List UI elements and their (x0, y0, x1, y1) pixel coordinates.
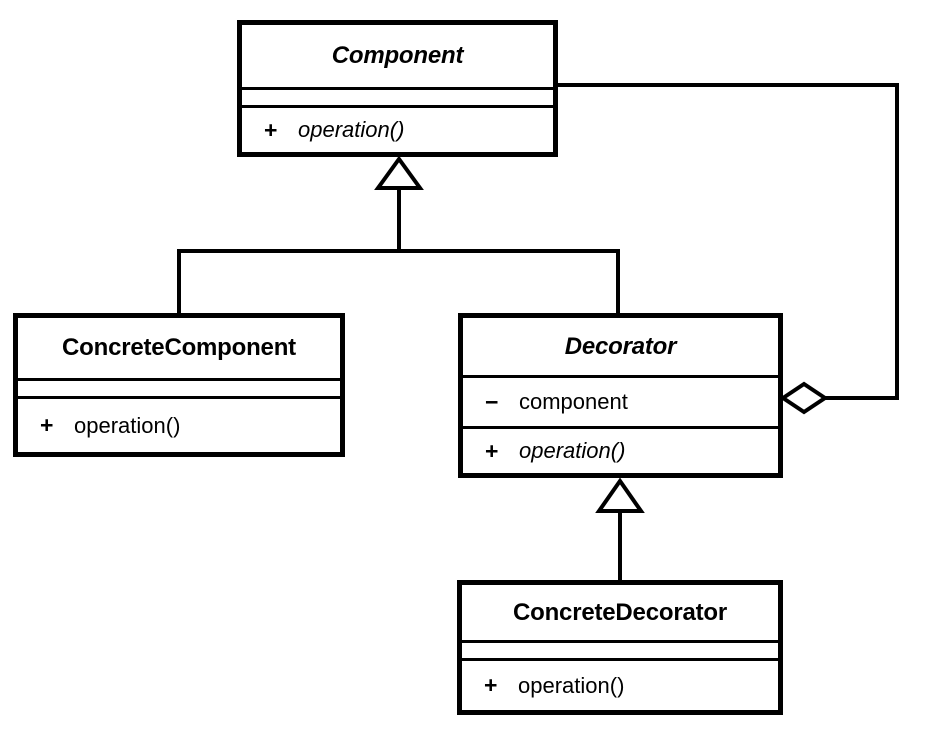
visibility-marker: + (484, 672, 498, 698)
attributes-compartment-decorator: − component (463, 375, 778, 426)
class-name-concretecomponent: ConcreteComponent (18, 318, 340, 378)
method-name: operation() (74, 412, 181, 438)
attributes-compartment-concretecomponent (18, 378, 340, 396)
methods-compartment-concretedecorator: + operation() (462, 658, 778, 710)
method-row: + operation() (242, 117, 404, 144)
class-name-decorator: Decorator (463, 318, 778, 375)
method-row: + operation() (463, 438, 625, 465)
class-name-component: Component (242, 25, 553, 87)
method-name: operation() (518, 672, 625, 698)
method-name: operation() (298, 117, 405, 142)
attribute-name: component (519, 389, 628, 414)
class-name-concretedecorator: ConcreteDecorator (462, 585, 778, 640)
visibility-marker: + (40, 412, 54, 438)
methods-compartment-concretecomponent: + operation() (18, 396, 340, 452)
visibility-marker: + (264, 116, 278, 143)
method-row: + operation() (462, 672, 624, 699)
method-name: operation() (519, 438, 626, 463)
generalization-to-decorator (595, 477, 645, 582)
class-box-component[interactable]: Component + operation() (237, 20, 558, 157)
aggregation-path (556, 83, 899, 400)
visibility-marker: − (485, 388, 499, 415)
attribute-row: − component (463, 389, 628, 416)
class-box-decorator[interactable]: Decorator − component + operation() (458, 313, 783, 478)
attributes-compartment-concretedecorator (462, 640, 778, 658)
visibility-marker: + (485, 437, 499, 464)
methods-compartment-decorator: + operation() (463, 426, 778, 473)
class-box-concretedecorator[interactable]: ConcreteDecorator + operation() (457, 580, 783, 715)
aggregation-decorator-component (556, 83, 899, 415)
hollow-triangle-icon (595, 477, 645, 513)
class-box-concretecomponent[interactable]: ConcreteComponent + operation() (13, 313, 345, 457)
attributes-compartment-component (242, 87, 553, 105)
hollow-diamond-icon (779, 381, 829, 415)
generalization-to-component (177, 155, 620, 315)
method-row: + operation() (18, 412, 180, 439)
methods-compartment-component: + operation() (242, 105, 553, 152)
hollow-triangle-icon (374, 155, 424, 190)
